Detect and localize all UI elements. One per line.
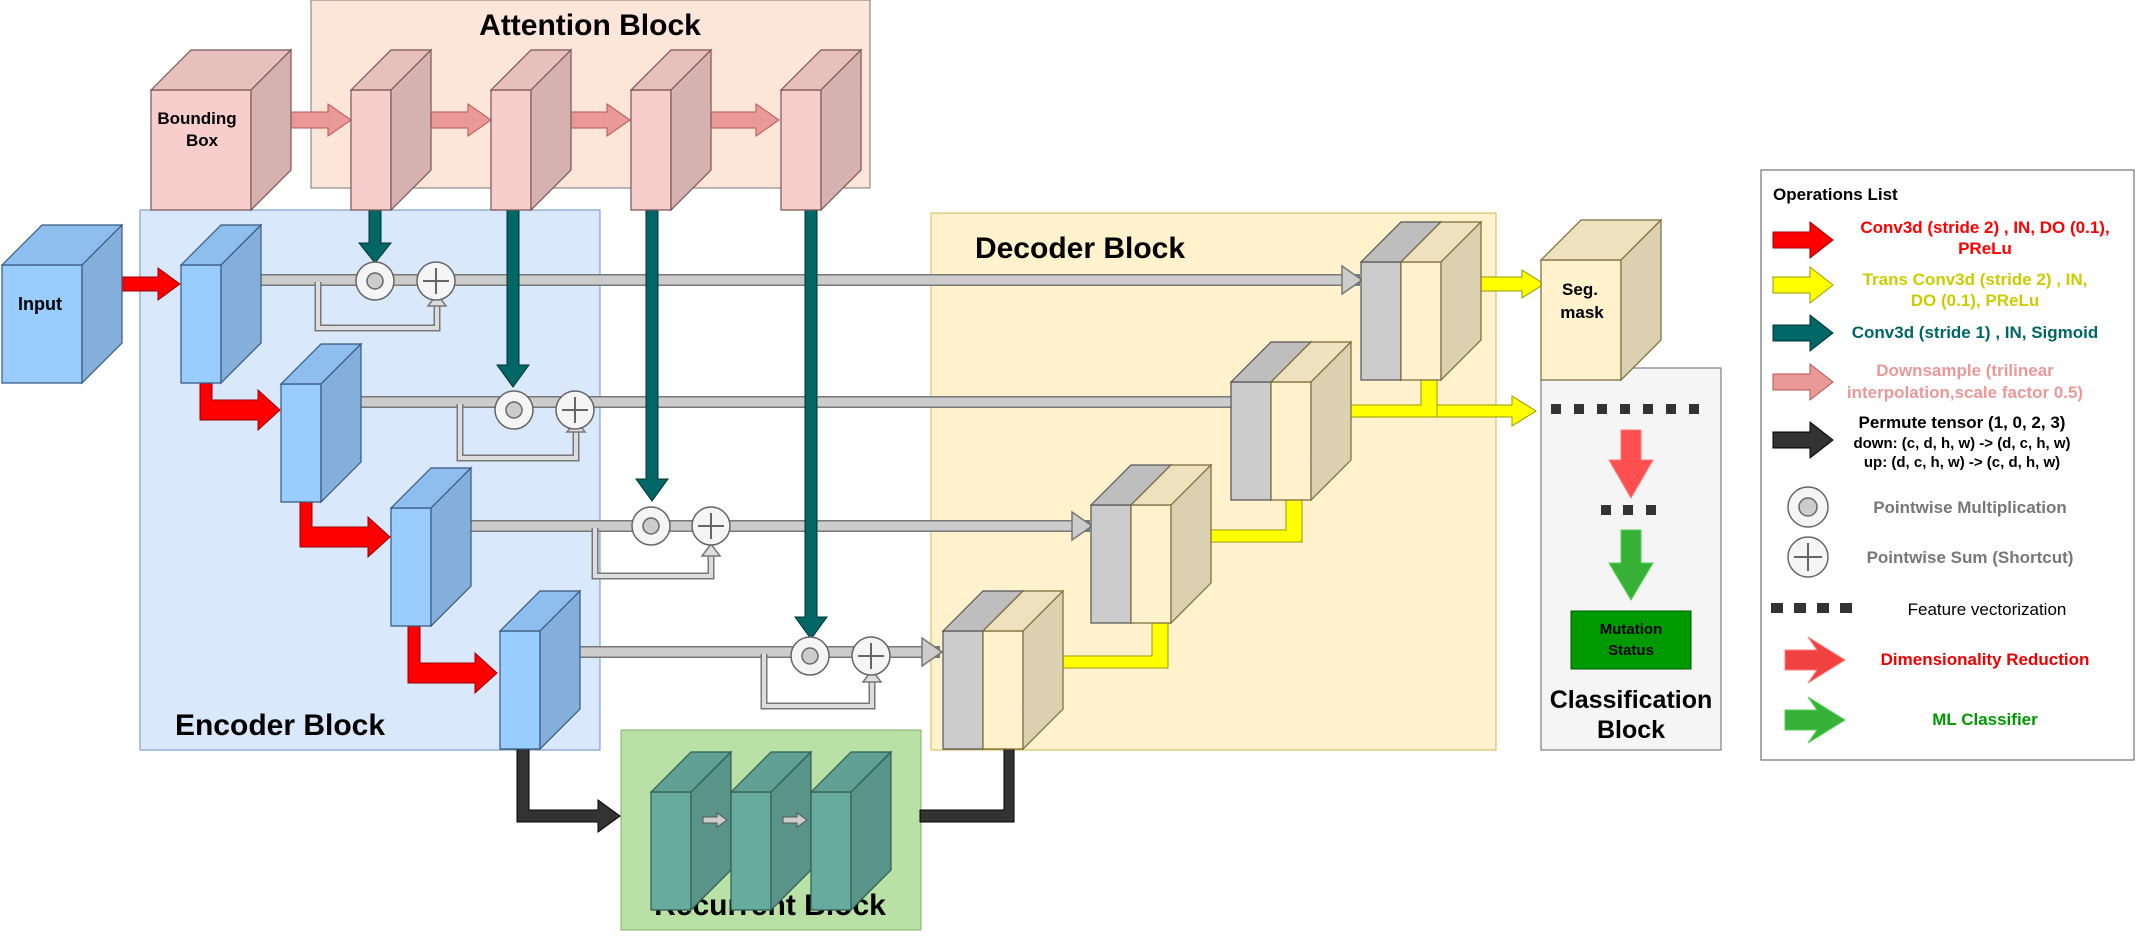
attention-cube-3	[629, 48, 713, 212]
seg-mask-label-1: Seg.	[1562, 280, 1598, 299]
attention-cube-4	[779, 48, 863, 212]
classification-block-title-1: Classification	[1550, 686, 1713, 714]
encoder-cube-3	[389, 466, 473, 628]
shortcut-arrowheads	[426, 292, 883, 683]
legend-red-arrow	[1772, 220, 1834, 260]
mult-node-2	[494, 390, 534, 430]
dimred-arrow	[1608, 429, 1654, 499]
sum-node-2	[555, 390, 595, 430]
recurrent-link-arrow-1	[702, 812, 728, 828]
legend-dimred: Dimensionality Reduction	[1881, 650, 2090, 669]
cube-layer	[0, 48, 1663, 912]
input-label: Input	[18, 294, 62, 314]
legend-permute-1: Permute tensor (1, 0, 2, 3)	[1859, 413, 2066, 432]
skip-arrowhead-1	[1341, 264, 1364, 296]
legend-dark-arrow	[1772, 420, 1834, 460]
recurrent-link-arrow-2	[782, 812, 808, 828]
decoder-block-title: Decoder Block	[975, 232, 1185, 265]
legend-mult-dot	[1798, 497, 1818, 517]
legend-permute-3: up: (d, c, h, w) -> (c, d, h, w)	[1864, 454, 2060, 471]
decoder-cube-4-cream	[981, 589, 1065, 751]
decoder-cube-2	[1229, 340, 1353, 502]
mutation-status-label-2: Status	[1608, 642, 1654, 659]
operations-legend-bg	[1760, 169, 2135, 761]
skip-arrowhead-4	[921, 636, 944, 668]
legend-permute-2: down: (c, d, h, w) -> (d, c, h, w)	[1853, 435, 2070, 452]
mutation-status-label-1: Mutation	[1600, 621, 1662, 638]
skip-arrowhead-3	[1071, 510, 1094, 542]
attention-cube-1	[349, 48, 433, 212]
decoder-cube-1	[1359, 220, 1483, 382]
recurrent-cube-2	[729, 750, 813, 912]
sum-node-4	[851, 636, 891, 676]
mult-node-4	[790, 636, 830, 676]
seg-mask-cube	[1539, 218, 1663, 382]
decoder-cube-3-cream	[1129, 463, 1213, 625]
legend-conv-down-1: Conv3d (stride 2) , IN, DO (0.1),	[1860, 218, 2109, 237]
bbox-cube	[149, 48, 293, 212]
decoder-cube-2-cream	[1269, 340, 1353, 502]
legend-mult: Pointwise Multiplication	[1873, 498, 2067, 517]
encoder-cube-2	[279, 342, 363, 504]
decoder-cube-1-cream	[1399, 220, 1483, 382]
encoder-cube-1	[179, 223, 263, 385]
legend-pink-arrow	[1772, 362, 1834, 402]
legend-conv-sig: Conv3d (stride 1) , IN, Sigmoid	[1852, 323, 2099, 342]
encoder-cube-4	[498, 589, 582, 751]
recurrent-cube-3	[809, 750, 893, 912]
input-cube	[0, 223, 124, 385]
legend-classifier-arrow	[1784, 696, 1846, 744]
pink-downsample-arrows	[288, 103, 780, 137]
shortcut-loops	[314, 282, 876, 710]
teal-attention-arrows	[357, 169, 828, 640]
legend-downsample-1: Downsample (trilinear	[1876, 361, 2054, 380]
classifier-arrow	[1608, 529, 1654, 601]
legend-teal-arrow	[1772, 313, 1834, 353]
mult-node-1	[355, 261, 395, 301]
pointwise-ops	[355, 261, 891, 676]
encoder-block-title: Encoder Block	[175, 709, 385, 742]
legend-title: Operations List	[1773, 185, 1898, 204]
attention-cube-2	[489, 48, 573, 212]
legend-downsample-2: interpolation,scale factor 0.5)	[1847, 383, 2083, 402]
legend-sum-cross	[1794, 543, 1822, 571]
bbox-label-1: Bounding	[157, 109, 236, 128]
sum-node-1	[416, 261, 456, 301]
legend-dimred-arrow	[1784, 636, 1846, 684]
bbox-label-2: Box	[186, 131, 219, 150]
legend-mlclass: ML Classifier	[1932, 710, 2038, 729]
decoder-cube-3	[1089, 463, 1213, 625]
legend-vector-dots	[1771, 603, 1852, 613]
recurrent-cube-1	[649, 750, 733, 912]
classification-block-title-2: Block	[1597, 716, 1665, 744]
legend-conv-down-2: PReLu	[1958, 239, 2012, 258]
legend-sum: Pointwise Sum (Shortcut)	[1867, 548, 2074, 567]
legend-trans-conv-2: DO (0.1), PReLu	[1911, 291, 2039, 310]
legend-trans-conv-1: Trans Conv3d (stride 2) , IN,	[1863, 270, 2088, 289]
red-conv-arrows	[121, 267, 498, 695]
mutation-status-box	[1570, 610, 1692, 670]
mult-node-3	[631, 506, 671, 546]
attention-block-title: Attention Block	[479, 9, 701, 42]
sum-node-3	[691, 506, 731, 546]
seg-mask-label-2: mask	[1560, 303, 1604, 322]
decoder-cube-4	[941, 589, 1065, 751]
legend-yellow-arrow	[1772, 265, 1834, 305]
legend-vector: Feature vectorization	[1908, 600, 2067, 619]
feature-vector-dots	[1551, 404, 1699, 515]
